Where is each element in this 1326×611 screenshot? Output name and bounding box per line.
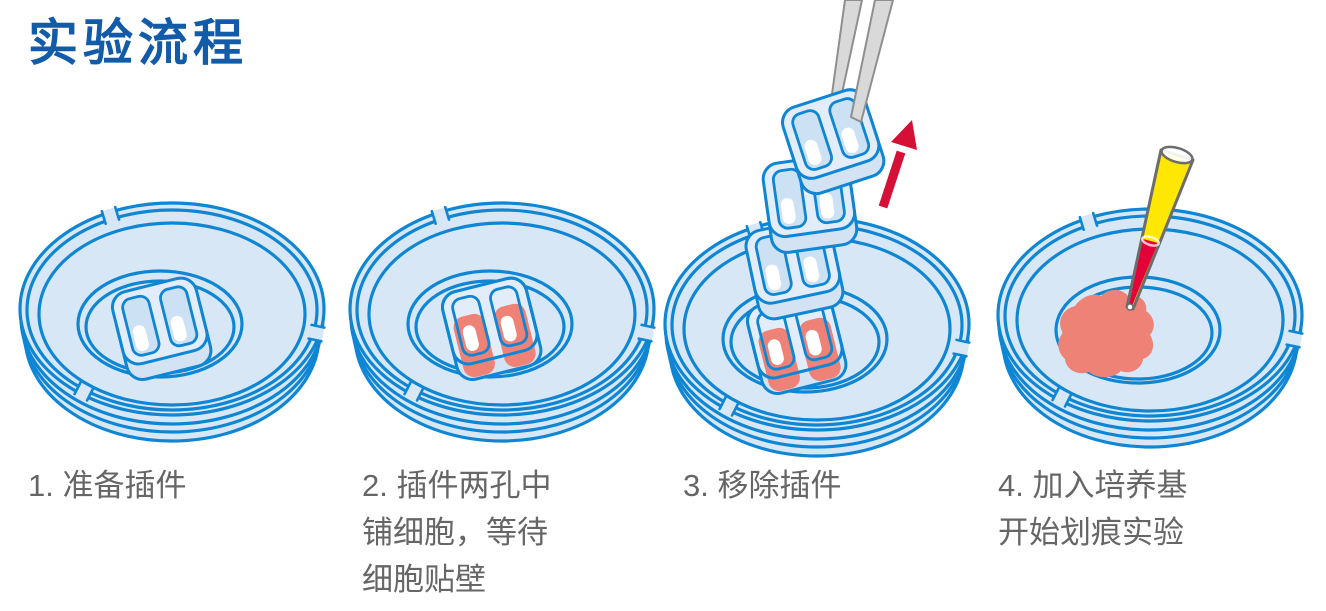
step-2-illustration: [348, 201, 656, 443]
step-1-illustration: [18, 201, 326, 443]
step-label-line: 2. 插件两孔中: [362, 468, 552, 503]
pipette-tip-icon: [1125, 145, 1195, 311]
step-label-line: 开始划痕实验: [998, 515, 1184, 550]
step-3-illustration: [663, 0, 971, 458]
step-2-label: 2. 插件两孔中 铺细胞，等待 细胞贴壁: [362, 462, 551, 603]
step-4-illustration: [996, 145, 1304, 449]
cell-layer-pink-blob: [1058, 290, 1154, 378]
step-4-label: 4. 加入培养基 开始划痕实验: [998, 462, 1187, 556]
page-title: 实验流程: [28, 15, 248, 71]
red-up-arrow-icon: [878, 120, 917, 209]
step-3-label: 3. 移除插件: [683, 462, 841, 509]
step-label-line: 1. 准备插件: [28, 468, 187, 503]
step-label-line: 3. 移除插件: [683, 468, 842, 503]
step-label-line: 铺细胞，等待: [362, 515, 548, 550]
step-label-line: 细胞贴壁: [362, 562, 486, 597]
step-1-label: 1. 准备插件: [28, 462, 186, 509]
tweezers-right-prong-icon: [850, 0, 894, 123]
step-label-line: 4. 加入培养基: [998, 468, 1188, 503]
